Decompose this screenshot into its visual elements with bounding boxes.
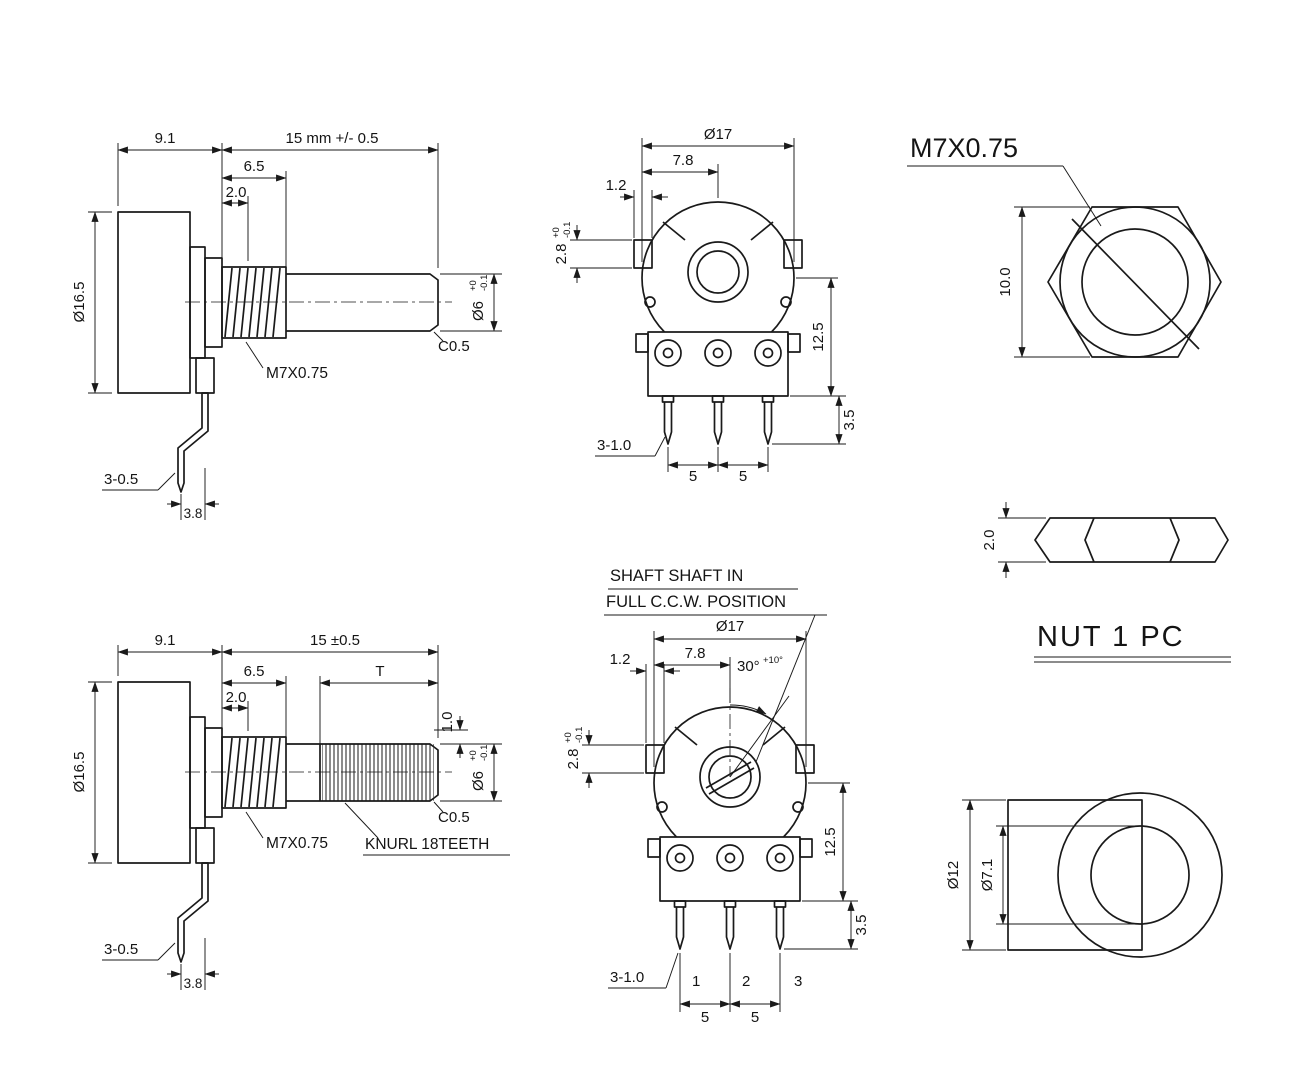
dims-nut-hex <box>907 165 1102 358</box>
dim-1-0: 1.0 <box>439 712 456 733</box>
dim-12-5: 12.5 <box>822 827 839 856</box>
pot-body-outline <box>117 211 439 493</box>
pot-front-outline-ccw <box>645 706 815 950</box>
dim-3-8: 3.8 <box>184 506 203 521</box>
chamfer-callout: C0.5 <box>438 809 470 826</box>
dim-3-5: 3.5 <box>841 410 858 431</box>
washer-outline <box>1007 792 1223 958</box>
dim-nut-2-0: 2.0 <box>981 530 998 551</box>
dim-dia6-tol: Ø6 +0 -0.1 <box>468 745 490 791</box>
angle-reference <box>729 695 790 778</box>
thread-callout: M7X0.75 <box>266 365 328 382</box>
svg-text:2.8: 2.8 <box>553 244 570 265</box>
dim-dia12: Ø12 <box>945 861 962 889</box>
dim-5-left: 5 <box>701 1009 709 1026</box>
dim-dia17: Ø17 <box>704 126 732 143</box>
dim-7-8: 7.8 <box>673 152 694 169</box>
svg-text:+0: +0 <box>468 280 479 291</box>
svg-text:-0.1: -0.1 <box>479 275 490 291</box>
knurl-callout: KNURL 18TEETH <box>365 836 489 853</box>
svg-text:Ø6: Ø6 <box>470 771 487 791</box>
svg-text:2.8: 2.8 <box>565 749 582 770</box>
view-side-knurl: 9.1 15 ±0.5 6.5 2.0 T 1.0 Ø6 +0 -0.1 Ø16… <box>71 632 510 991</box>
dim-angle: 30° <box>737 658 760 675</box>
terminal-pin <box>177 862 209 963</box>
nut-thread-label: M7X0.75 <box>910 133 1018 163</box>
dims-nut-side <box>998 502 1231 663</box>
dim-2-8-tol: 2.8 +0 -0.1 <box>563 727 585 770</box>
shaft-note-line2: FULL C.C.W. POSITION <box>606 593 786 611</box>
dim-angle-tol: +10° <box>763 655 783 666</box>
dim-dia17: Ø17 <box>716 618 744 635</box>
svg-text:+0: +0 <box>468 750 479 761</box>
dim-10-0: 10.0 <box>997 267 1014 296</box>
svg-text:+0: +0 <box>563 732 574 743</box>
pot-body-outline-knurl <box>117 681 439 963</box>
dim-2-8-tol: 2.8 +0 -0.1 <box>551 222 573 265</box>
pin-number-2: 2 <box>742 973 750 990</box>
view-nut-side: 2.0 NUT 1 PC <box>981 502 1231 663</box>
dim-12-5: 12.5 <box>810 322 827 351</box>
nut-hex-outline <box>1047 206 1222 358</box>
dims-washer <box>962 799 1138 951</box>
thread-callout: M7X0.75 <box>266 835 328 852</box>
dim-1-2: 1.2 <box>610 651 631 668</box>
pin-size-callout: 3-1.0 <box>597 437 631 454</box>
dim-T: T <box>375 663 384 680</box>
dims-front-top <box>570 138 846 472</box>
dim-dia7-1: Ø7.1 <box>979 859 996 892</box>
dim-5-left: 5 <box>689 468 697 485</box>
dim-15: 15 ±0.5 <box>310 632 360 649</box>
nut-1-pc-label: NUT 1 PC <box>1037 621 1185 653</box>
pin-number-1: 1 <box>692 973 700 990</box>
svg-text:+0: +0 <box>551 227 562 238</box>
view-front-ccw: SHAFT SHAFT IN FULL C.C.W. POSITION Ø17 … <box>563 567 870 1026</box>
knurl-texture <box>322 744 434 801</box>
dims-front-ccw <box>582 588 858 1012</box>
svg-text:-0.1: -0.1 <box>562 222 573 238</box>
terminal-pin <box>177 392 209 493</box>
dim-6-5: 6.5 <box>244 158 265 175</box>
dim-7-8: 7.8 <box>685 645 706 662</box>
dim-dia16-5: Ø16.5 <box>71 752 88 793</box>
view-front-top: Ø17 7.8 1.2 2.8 +0 -0.1 12.5 3.5 3-1.0 5… <box>551 126 858 485</box>
pin-number-3: 3 <box>794 973 802 990</box>
terminal-pin <box>661 395 675 445</box>
dim-5-right: 5 <box>739 468 747 485</box>
dim-15mm: 15 mm +/- 0.5 <box>286 130 379 147</box>
dim-6-5: 6.5 <box>244 663 265 680</box>
svg-text:Ø6: Ø6 <box>470 301 487 321</box>
nut-side-outline <box>1034 517 1229 563</box>
dim-2-0: 2.0 <box>226 689 247 706</box>
dim-2-0: 2.0 <box>226 184 247 201</box>
pin-size-callout: 3-1.0 <box>610 969 644 986</box>
dims-side-plain <box>88 143 502 520</box>
dim-1-2: 1.2 <box>606 177 627 194</box>
view-side-plain: 9.1 15 mm +/- 0.5 6.5 2.0 Ø16.5 M7X0.75 … <box>71 130 502 521</box>
view-washer: Ø12 Ø7.1 <box>945 792 1223 958</box>
pin-thickness-callout: 3-0.5 <box>104 941 138 958</box>
dim-9-1: 9.1 <box>155 130 176 147</box>
dim-3-5: 3.5 <box>853 915 870 936</box>
dim-5-right: 5 <box>751 1009 759 1026</box>
svg-text:-0.1: -0.1 <box>574 727 585 743</box>
svg-text:-0.1: -0.1 <box>479 745 490 761</box>
chamfer-callout: C0.5 <box>438 338 470 355</box>
dim-9-1: 9.1 <box>155 632 176 649</box>
shaft-note-line1: SHAFT SHAFT IN <box>610 567 743 585</box>
dim-3-8: 3.8 <box>184 976 203 991</box>
pot-front-outline <box>633 201 803 445</box>
pin-thickness-callout: 3-0.5 <box>104 471 138 488</box>
terminal-pin <box>673 900 687 950</box>
dims-side-knurl <box>88 645 510 990</box>
dim-dia16-5: Ø16.5 <box>71 282 88 323</box>
dim-dia6-tol: Ø6 +0 -0.1 <box>468 275 490 321</box>
view-nut-hex: M7X0.75 10.0 <box>907 133 1222 358</box>
